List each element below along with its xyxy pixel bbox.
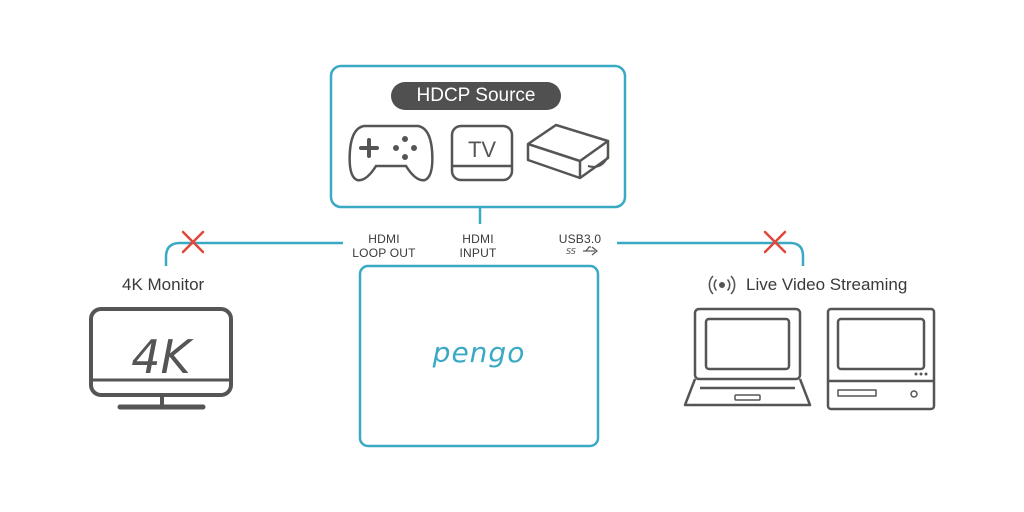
hdcp-source-title: HDCP Source	[391, 82, 561, 110]
blocked-mark-streaming	[763, 230, 787, 254]
connector-lines	[164, 207, 805, 266]
usb-ss-mark: SS	[566, 247, 576, 256]
port-input-label: HDMI INPUT	[433, 232, 523, 260]
gamepad-icon	[348, 124, 434, 182]
pengo-device-box	[358, 264, 600, 448]
port-usb-line1: USB3.0	[558, 232, 602, 246]
tv-box-label: TV	[468, 137, 496, 162]
monitor-label: 4K Monitor	[122, 275, 205, 294]
desktop-indicator-dots	[914, 372, 928, 376]
tv-box-icon	[450, 124, 514, 182]
usb-ss-icon	[583, 246, 598, 256]
port-loop-out-label: HDMI LOOP OUT	[339, 232, 429, 260]
line-loop-out-to-monitor	[164, 241, 343, 266]
broadcast-icon	[708, 275, 736, 295]
port-loop-out-line1: HDMI	[368, 232, 400, 246]
laptop-icon	[683, 307, 812, 407]
port-usb-label: USB3.0	[535, 232, 625, 246]
streaming-label: Live Video Streaming	[746, 275, 908, 294]
port-input-line1: HDMI	[462, 232, 494, 246]
monitor-screen-text: 4K	[131, 330, 194, 384]
monitor-4k-icon	[89, 307, 233, 410]
disc-player-icon	[526, 123, 610, 180]
pengo-logo: pengo	[432, 336, 526, 369]
line-usb-to-streaming	[617, 241, 805, 266]
desktop-computer-icon	[826, 307, 936, 411]
port-loop-out-line2: LOOP OUT	[352, 246, 416, 260]
port-input-line2: INPUT	[459, 246, 497, 260]
blocked-mark-monitor	[181, 230, 205, 254]
